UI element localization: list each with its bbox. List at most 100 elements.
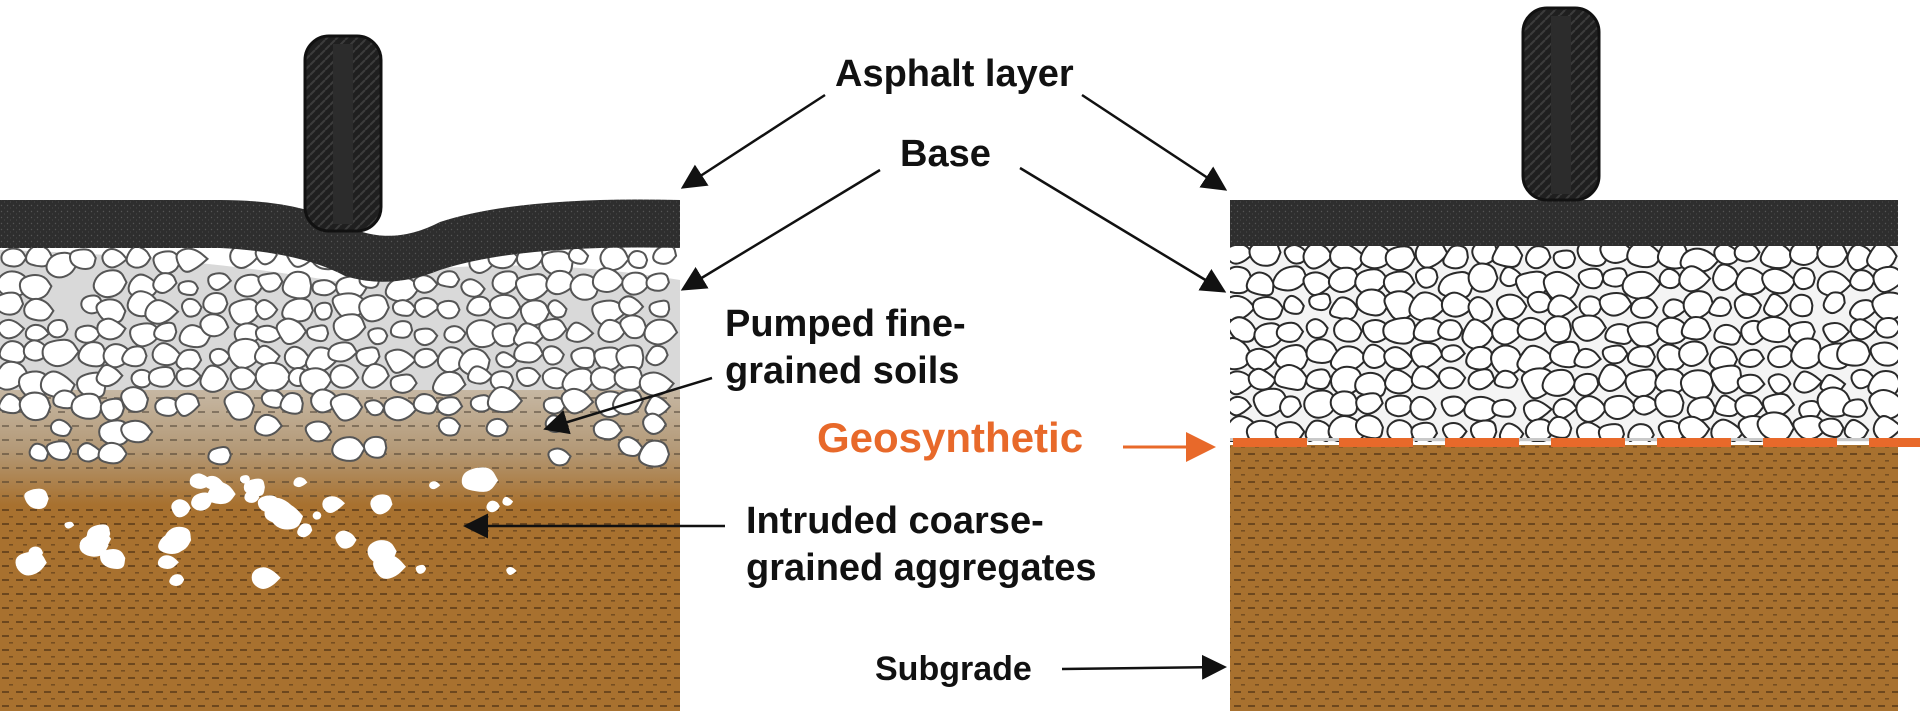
aggregate-stone [297, 523, 313, 538]
aggregate-stone [175, 367, 202, 388]
aggregate-stone [1626, 345, 1656, 368]
aggregate-stone [1756, 411, 1796, 442]
aggregate-stone [152, 250, 182, 275]
aggregate-stone [1552, 249, 1577, 270]
aggregate-stone [495, 351, 519, 369]
label-intruded-line2: grained aggregates [746, 547, 1097, 589]
arrow-asphalt-right [1081, 93, 1228, 191]
aggregate-stone [1626, 321, 1665, 348]
aggregate-stone [24, 488, 49, 510]
aggregate-stone [1410, 365, 1441, 390]
geosynthetic-segment [1445, 438, 1519, 447]
aggregate-stone [460, 278, 486, 298]
geosynthetic-segment [1657, 438, 1731, 447]
aggregate-stone [1734, 394, 1765, 419]
aggregate-stone [591, 267, 626, 293]
aggregate-stone [638, 439, 671, 468]
aggregate-stone [599, 245, 630, 272]
aggregate-stone [254, 299, 279, 321]
aggregate-stone [1333, 317, 1363, 343]
aggregate-stone [1305, 368, 1333, 391]
aggregate-stone [18, 273, 53, 301]
aggregate-stone [253, 344, 281, 366]
aggregate-stone [95, 298, 127, 324]
aggregate-stone [652, 244, 678, 265]
aggregate-stone [502, 496, 514, 506]
aggregate-stone [1274, 344, 1310, 372]
aggregate-stone [1630, 296, 1659, 319]
aggregate-stone [513, 341, 544, 364]
aggregate-stone [229, 366, 258, 391]
aggregate-stone [335, 530, 357, 549]
aggregate-stone [1789, 246, 1821, 266]
aggregate-stone [541, 345, 565, 366]
aggregate-stone [542, 396, 567, 415]
aggregate-stone [1871, 291, 1898, 321]
aggregate-stone [45, 440, 73, 462]
aggregate-stone [1578, 295, 1603, 318]
aggregate-stone [23, 297, 55, 322]
aggregate-stone [153, 321, 178, 342]
aggregate-stone [436, 396, 464, 417]
aggregate-stone [1516, 316, 1550, 341]
aggregate-stone [1822, 321, 1851, 344]
aggregate-stone [567, 246, 590, 265]
aggregate-stone [74, 324, 102, 344]
aggregate-stone [1274, 421, 1306, 442]
aggregate-stone [234, 273, 265, 298]
aggregate-stone [1733, 246, 1761, 263]
aggregate-stone [281, 270, 313, 300]
aggregate-stone [251, 567, 281, 589]
aggregate-stone [1524, 418, 1556, 442]
aggregate-stone [560, 387, 595, 415]
aggregate-stone [1382, 316, 1418, 345]
aggregate-stone [28, 442, 50, 462]
aggregate-stone [152, 272, 178, 294]
aggregate-stone [1822, 291, 1846, 315]
aggregate-stone [645, 344, 669, 367]
aggregate-stone [1575, 395, 1608, 423]
aggregate-stone [281, 297, 314, 323]
aggregate-stone [304, 420, 333, 443]
aggregate-stone [327, 341, 359, 363]
aggregate-stone [1603, 394, 1638, 421]
aggregate-stone [370, 494, 393, 515]
aggregate-stone [175, 348, 203, 372]
aggregate-stone [1686, 396, 1716, 422]
aggregate-stone [367, 327, 389, 346]
arrow-base-left [680, 168, 881, 291]
label-base: Base [900, 133, 991, 175]
aggregate-stone [1767, 373, 1792, 395]
aggregate-stone [311, 279, 340, 297]
aggregate-stone [1849, 299, 1879, 322]
aggregate-stone [1414, 266, 1439, 289]
aggregate-stone [1409, 395, 1437, 421]
aggregate-stone [199, 313, 230, 338]
tire-icon [1521, 6, 1601, 202]
aggregate-stone [592, 418, 623, 441]
labels: Asphalt layer Base Pumped fine- grained … [725, 53, 1097, 688]
aggregate-stone [332, 313, 367, 342]
aggregate-stone [1305, 318, 1329, 339]
aggregate-stone [1493, 369, 1519, 389]
aggregate-stone [362, 435, 388, 459]
aggregate-stone [1874, 316, 1898, 339]
aggregate-stone [443, 325, 467, 344]
aggregate-stone [506, 566, 517, 575]
aggregate-stone [364, 399, 386, 417]
aggregate-stone [1542, 270, 1581, 302]
aggregate-stone [1461, 318, 1495, 350]
aggregate-stone [68, 248, 97, 270]
aggregate-stone [1442, 246, 1469, 270]
aggregate-stone [1408, 291, 1448, 322]
aggregate-stone [515, 273, 552, 302]
aggregate-stone [18, 391, 52, 422]
aggregate-stone [1384, 394, 1414, 418]
aggregate-stone [1842, 398, 1869, 418]
aggregate-stone [1409, 341, 1444, 370]
callout-arrows [463, 93, 1228, 680]
aggregate-stone [1522, 399, 1554, 423]
aggregate-stone [264, 497, 297, 524]
aggregate-stone [1414, 246, 1449, 269]
aggregate-stone [413, 347, 440, 369]
